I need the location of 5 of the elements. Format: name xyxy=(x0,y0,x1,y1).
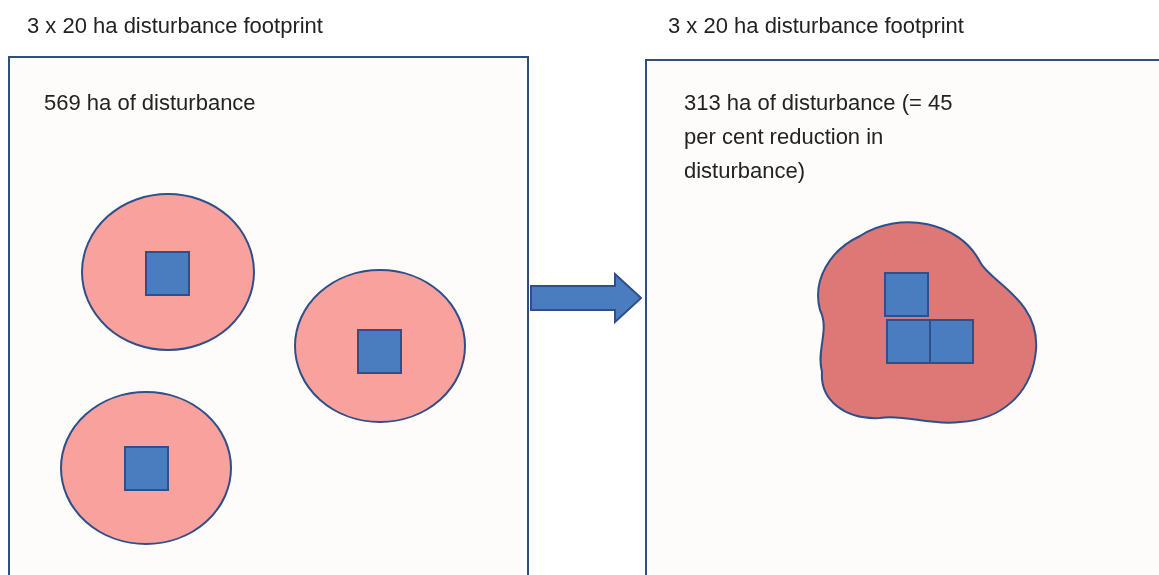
panel-heading: 3 x 20 ha disturbance footprint xyxy=(27,13,323,39)
panel-heading: 3 x 20 ha disturbance footprint xyxy=(668,13,964,39)
panel-text: 569 ha of disturbance xyxy=(44,89,257,117)
block-arrow xyxy=(530,271,642,325)
panel-text: 313 ha of disturbance (= 45 per cent reduction in disturbance) xyxy=(684,89,954,185)
